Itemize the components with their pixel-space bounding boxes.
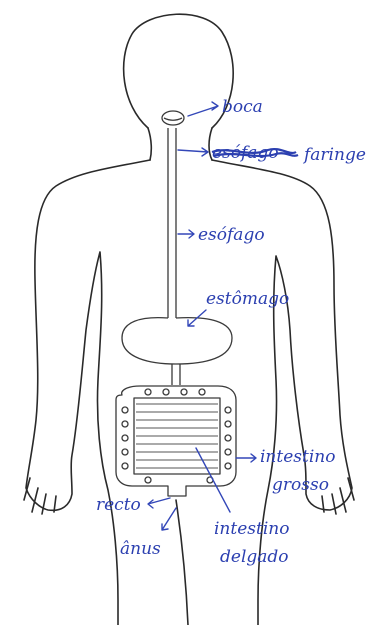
label-boca: boca xyxy=(222,97,263,117)
head-outline xyxy=(124,14,234,128)
label-intestino-delgado-line2: delgado xyxy=(220,547,289,567)
left-hand-fingers xyxy=(24,478,56,514)
arrow-faringe xyxy=(178,148,208,156)
label-esofago: esófago xyxy=(198,225,265,245)
label-anus: ânus xyxy=(120,539,161,559)
esophagus xyxy=(168,128,176,318)
label-estomago: estômago xyxy=(206,289,289,309)
label-intestino-grosso-line1: intestino xyxy=(260,447,335,467)
legs-inner xyxy=(176,500,188,625)
arrow-boca xyxy=(188,102,218,116)
arrow-intestino-grosso xyxy=(236,454,256,462)
annotation-arrows xyxy=(148,102,256,530)
label-intestino-delgado-line1: intestino xyxy=(214,519,289,539)
stomach xyxy=(122,318,232,364)
label-recto: recto xyxy=(96,495,141,515)
label-intestino-grosso-line2: grosso xyxy=(272,475,329,495)
neck-left xyxy=(148,128,151,160)
arrow-intestino-delgado xyxy=(196,448,230,512)
mouth-line xyxy=(164,118,182,120)
arrow-recto xyxy=(148,498,170,508)
small-intestine xyxy=(136,404,218,468)
body-outline xyxy=(24,14,354,625)
stomach-outlet xyxy=(172,364,180,385)
arrow-anus xyxy=(162,508,176,530)
arrow-esofago xyxy=(178,230,194,238)
label-faringe: faringe xyxy=(302,145,366,165)
